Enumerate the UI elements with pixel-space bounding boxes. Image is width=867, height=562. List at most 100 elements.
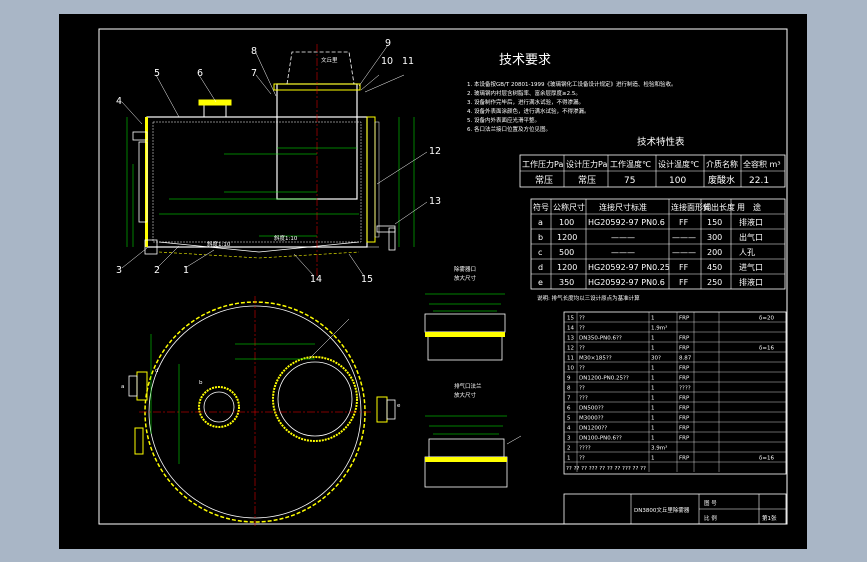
bom-cell: 1 xyxy=(651,376,655,382)
plan-view: a e b d xyxy=(121,296,401,526)
dimensions-elevation xyxy=(126,117,415,247)
bom-cell: 1 xyxy=(651,396,655,402)
nt-r0-c2: HG20592-97 PN0.6 xyxy=(588,218,665,227)
title-block: DN3800文丘里除雾器 图 号 比 例 第1张 xyxy=(563,493,787,525)
section-a-sub: 放大尺寸 xyxy=(454,274,477,282)
callout-4: 4 xyxy=(116,96,122,107)
nt-r2-c2: ——— xyxy=(611,248,635,257)
bom-cell: FRP xyxy=(679,416,690,422)
plan-manhole-flange xyxy=(198,386,240,428)
section-a-flange xyxy=(425,332,505,337)
bom-cell: 9 xyxy=(567,376,571,382)
callout-3: 3 xyxy=(116,265,122,276)
cad-canvas[interactable]: 5 6 8 7 9 10 11 12 13 4 3 2 1 14 15 斜度1:… xyxy=(59,14,807,549)
section-b-dims xyxy=(425,415,507,435)
bom-cell: 5 xyxy=(567,416,571,422)
callout-5: 5 xyxy=(154,68,160,79)
nt-r3-c2: HG20592-97 PN0.25 xyxy=(588,263,670,272)
bom-grid xyxy=(564,312,786,472)
nt-r3-c0: d xyxy=(538,263,543,272)
bom-footer: ?? ?? ?? ??? ?? ?? ?? ??? ?? ?? xyxy=(566,466,646,472)
left-pipe xyxy=(138,141,148,223)
tc-v-1: 常压 xyxy=(578,174,596,186)
bom-cell: 1 xyxy=(651,456,655,462)
sloped-bottom xyxy=(158,241,360,253)
nt-r0-c3: FF xyxy=(679,218,689,227)
venturi-top xyxy=(286,51,355,85)
tech-req-line-1: 1. 本设备按GB/T 20801-1999《玻璃钢化工设备设计规定》进行制造、… xyxy=(467,80,676,88)
bom-cell: 12 xyxy=(567,346,574,352)
nozzle-note: 说明: 排气长度均以三设计原点为基准计算 xyxy=(537,294,640,302)
bom-cell: ?? xyxy=(579,316,585,322)
drain-nozzle-right xyxy=(376,225,396,233)
bom-cell: FRP xyxy=(679,396,690,402)
callout-2: 2 xyxy=(154,265,160,276)
nt-r0-c0: a xyxy=(538,218,543,227)
section-b-title: 排气口法兰 xyxy=(454,382,482,390)
tech-req-line-5: 5. 设备内外表面应光滑平整。 xyxy=(467,116,540,124)
tech-req-line-4: 4. 设备外表面涂颜色，进行满水试验，不得渗漏。 xyxy=(467,107,590,115)
nt-r4-c1: 350 xyxy=(559,278,574,287)
nt-r2-c4: 200 xyxy=(707,248,722,257)
tech-req-line-6: 6. 各口法兰接口位置及方位见图。 xyxy=(467,125,551,133)
bom-cell: 1 xyxy=(567,456,571,462)
nt-r1-c5: 出气口 xyxy=(739,232,763,242)
bom-frame xyxy=(563,311,787,475)
tech-characteristics: 技术特性表 工作压力Pa 设计压力Pa 工作温度℃ 设计温度℃ 介质名称 全容积… xyxy=(519,136,786,188)
bom-cell: ??? xyxy=(579,396,588,402)
detail-section-a: 除雾器口 放大尺寸 xyxy=(424,265,506,361)
nt-r2-c1: 500 xyxy=(559,248,574,257)
bom-cell: 14 xyxy=(567,326,574,332)
bom-cell: 10 xyxy=(567,366,574,372)
nt-r3-c3: FF xyxy=(679,263,689,272)
nt-r1-c4: 300 xyxy=(707,233,722,242)
bom-cell: FRP xyxy=(679,406,690,412)
bom-cell: 8 xyxy=(567,386,571,392)
bom-cell: FRP xyxy=(679,316,690,322)
nt-r0-c4: 150 xyxy=(707,218,722,227)
section-a-title: 除雾器口 xyxy=(454,265,476,273)
bom-cell: 1 xyxy=(651,316,655,322)
plan-label-a: a xyxy=(121,384,124,390)
tc-h-0: 工作压力Pa xyxy=(522,159,563,169)
nt-h-2: 连接尺寸标准 xyxy=(599,202,647,212)
bom-cell: 3 xyxy=(567,436,571,442)
nt-r3-c4: 450 xyxy=(707,263,722,272)
callout-6: 6 xyxy=(197,68,203,79)
section-a-dims xyxy=(425,293,505,312)
plan-venturi-bore xyxy=(277,361,353,437)
bom-cell: M3000?? xyxy=(579,416,604,422)
tank-body xyxy=(146,116,368,248)
plan-nozzle-d xyxy=(134,427,144,455)
tech-requirements: 技术要求 1. 本设备按GB/T 20801-1999《玻璃钢化工设备设计规定》… xyxy=(467,53,676,133)
callout-15: 15 xyxy=(361,274,373,285)
callout-10: 10 xyxy=(381,56,393,67)
tc-v-4: 废酸水 xyxy=(708,174,735,186)
right-annulus xyxy=(366,116,376,243)
bom-cell: ?? xyxy=(579,366,585,372)
callout-9: 9 xyxy=(385,38,391,49)
bom-cell: 13 xyxy=(567,336,574,342)
top-nozzle xyxy=(203,103,227,118)
bom-cell: 1 xyxy=(651,366,655,372)
callout-12: 12 xyxy=(429,146,441,157)
leaders-elevation xyxy=(121,44,428,277)
tc-h-4: 介质名称 xyxy=(706,159,738,169)
nt-r2-c3: ——— xyxy=(672,248,696,257)
plan-label-d: d xyxy=(155,368,159,374)
slope-note: 斜度1:10 xyxy=(207,240,231,248)
bom-cell: DN500?? xyxy=(579,406,604,412)
callout-7: 7 xyxy=(251,68,257,79)
title-name: DN3800文丘里除雾器 xyxy=(634,506,690,514)
plan-nozzle-e xyxy=(376,396,388,423)
bom-cell: FRP xyxy=(679,426,690,432)
bom-cell: δ=16 xyxy=(759,456,774,462)
section-a-top xyxy=(424,313,506,333)
section-b-leader xyxy=(506,435,522,445)
foundation xyxy=(158,251,360,259)
title-drawing-no: 图 号 xyxy=(704,499,717,507)
nt-h-4: 伸出长度 xyxy=(703,202,735,212)
nt-h-0: 符号 xyxy=(533,202,549,212)
elevation-view: 5 6 8 7 9 10 11 12 13 4 3 2 1 14 15 斜度1:… xyxy=(116,38,441,285)
callout-14: 14 xyxy=(310,274,322,285)
